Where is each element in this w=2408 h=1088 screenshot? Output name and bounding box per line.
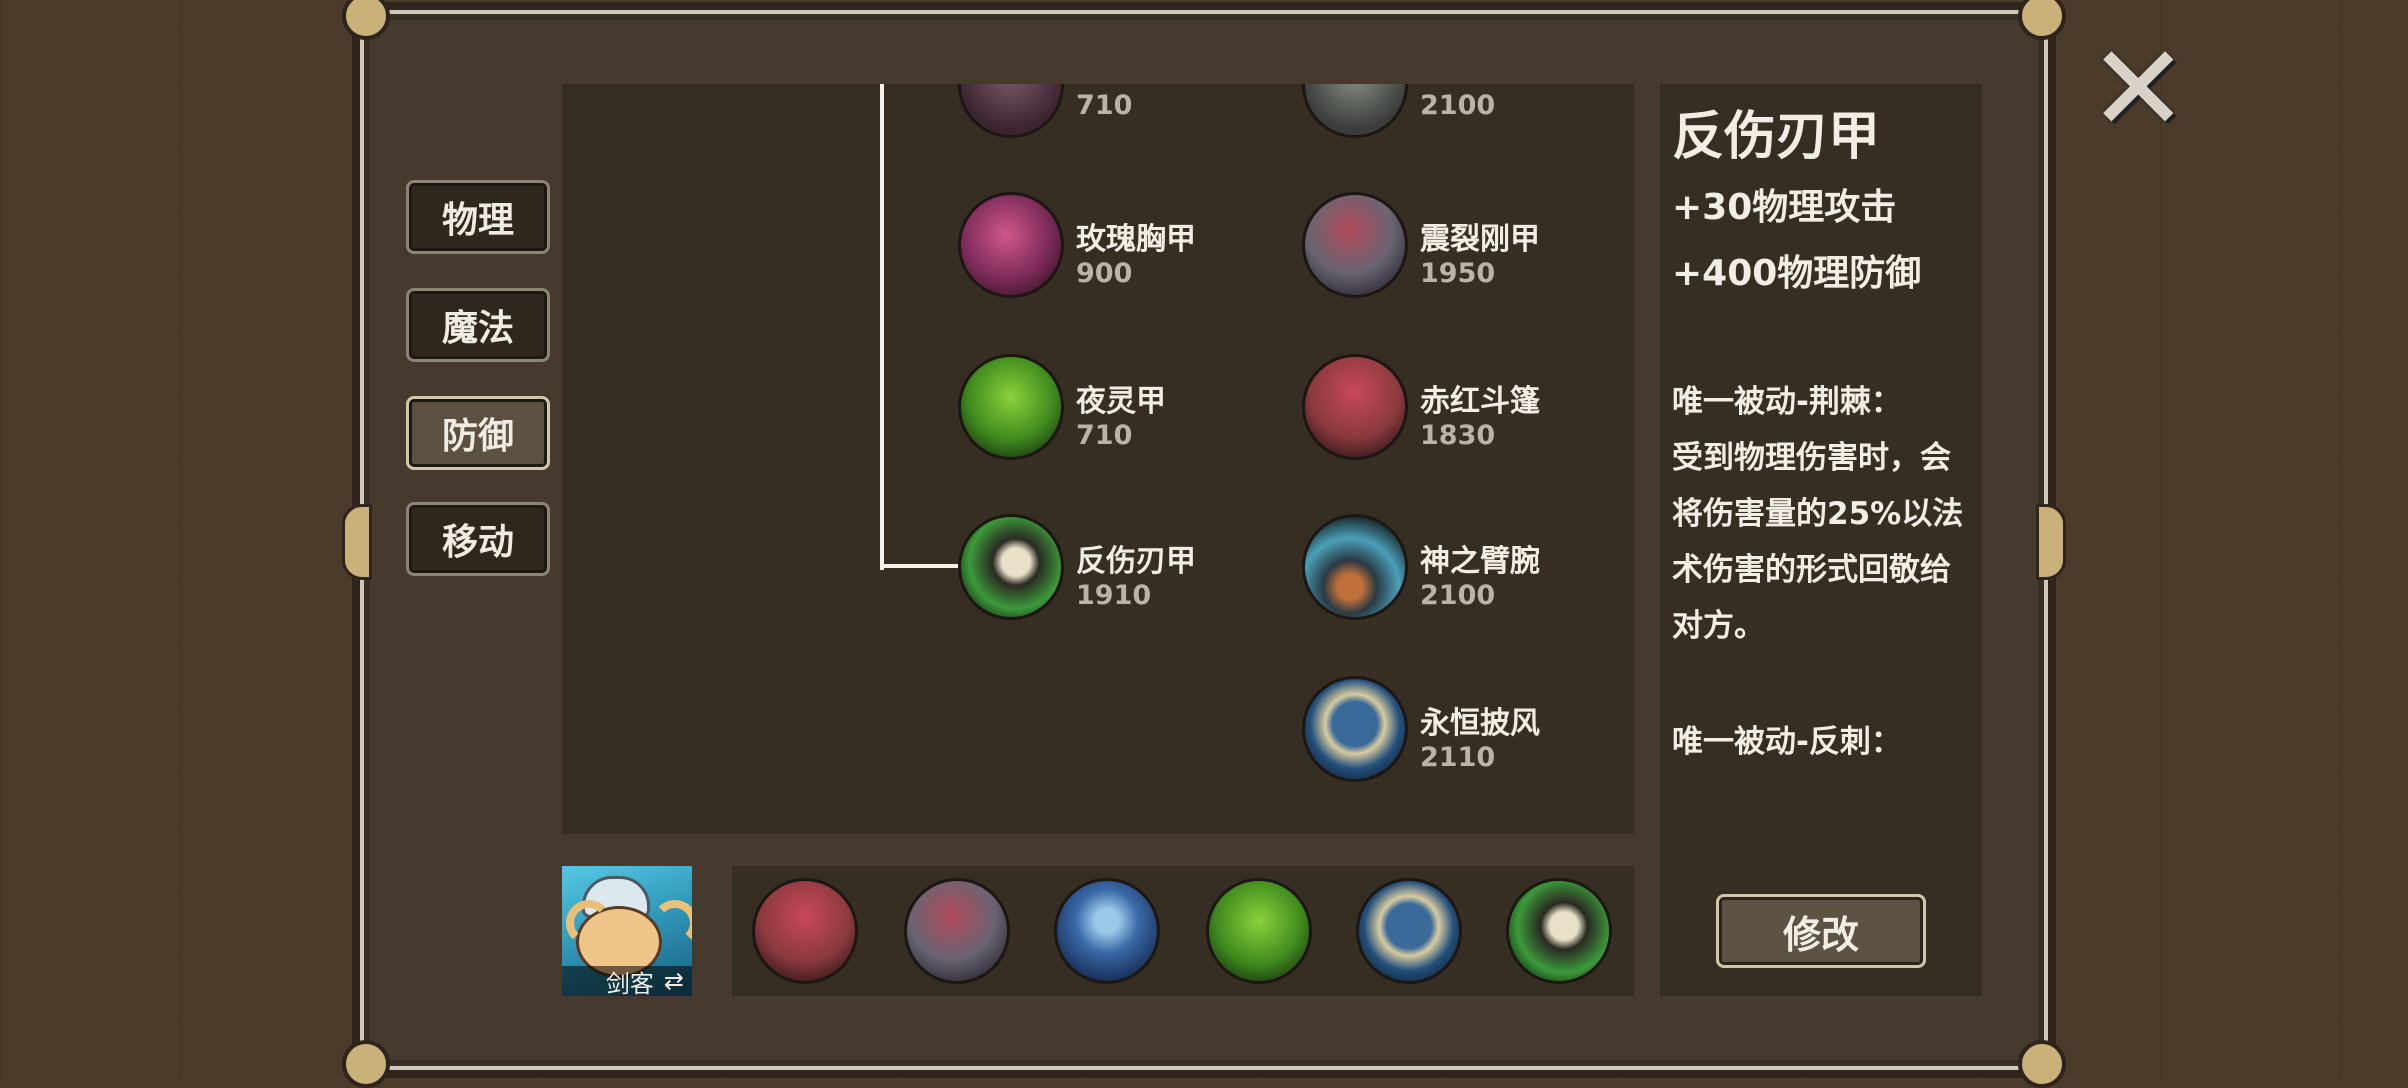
panel-side-ornament bbox=[2036, 504, 2066, 580]
panel-corner-ornament bbox=[342, 0, 390, 40]
blue-scepter-icon[interactable] bbox=[1054, 878, 1160, 984]
item-eternal-cape[interactable]: 永恒披风 2110 bbox=[1302, 676, 1602, 782]
category-movement-button[interactable]: 移动 bbox=[406, 502, 550, 576]
panel-corner-ornament bbox=[2018, 0, 2066, 40]
item-rose-breastplate[interactable]: 玫瑰胸甲 900 bbox=[958, 192, 1258, 298]
detail-stat: +30物理攻击 bbox=[1672, 187, 1897, 228]
eternal-cape-icon bbox=[1302, 676, 1408, 782]
item-price: 1910 bbox=[1076, 580, 1152, 611]
item-night-spirit-armor[interactable]: 夜灵甲 710 bbox=[958, 354, 1258, 460]
item-crimson-cloak[interactable]: 赤红斗篷 1830 bbox=[1302, 354, 1602, 460]
panel-corner-ornament bbox=[2018, 1040, 2066, 1088]
item-price: 2100 bbox=[1420, 580, 1496, 611]
hero-name: 剑客 bbox=[605, 969, 654, 997]
equipped-items-bar bbox=[732, 866, 1634, 996]
close-icon[interactable]: ✕ bbox=[2088, 20, 2189, 159]
item-price: 1830 bbox=[1420, 420, 1496, 451]
thorn-armor-icon[interactable] bbox=[1506, 878, 1612, 984]
item-steel-armor[interactable]: 2100 bbox=[1302, 84, 1582, 138]
item-name: 神之臂腕 bbox=[1420, 544, 1540, 579]
detail-stat: +400物理防御 bbox=[1672, 253, 1922, 294]
item-thorn-armor[interactable]: 反伤刃甲 1910 bbox=[958, 514, 1258, 620]
item-price: 710 bbox=[1076, 90, 1133, 121]
shatter-armor-icon[interactable] bbox=[904, 878, 1010, 984]
divine-bracer-icon bbox=[1302, 514, 1408, 620]
item-price: 2100 bbox=[1420, 90, 1496, 121]
category-defense-button[interactable]: 防御 bbox=[406, 396, 550, 470]
passive-title: 唯一被动-荆棘： bbox=[1672, 384, 1902, 420]
night-spirit-armor-icon bbox=[958, 354, 1064, 460]
item-spiked-armor[interactable]: 710 bbox=[958, 84, 1238, 138]
spiked-armor-icon bbox=[958, 84, 1064, 138]
panel-corner-ornament bbox=[342, 1040, 390, 1088]
item-price: 2110 bbox=[1420, 742, 1496, 773]
shatter-armor-icon bbox=[1302, 192, 1408, 298]
item-tree-area[interactable] bbox=[562, 84, 1634, 834]
item-price: 900 bbox=[1076, 258, 1133, 289]
modify-button[interactable]: 修改 bbox=[1716, 894, 1926, 968]
crimson-cloak-icon[interactable] bbox=[752, 878, 858, 984]
thorn-armor-icon bbox=[958, 514, 1064, 620]
hero-horn bbox=[652, 900, 692, 946]
item-name: 震裂刚甲 bbox=[1420, 222, 1540, 257]
item-name: 赤红斗篷 bbox=[1420, 384, 1540, 419]
item-shatter-armor[interactable]: 震裂刚甲 1950 bbox=[1302, 192, 1602, 298]
item-detail-panel: 反伤刃甲 +30物理攻击 +400物理防御 唯一被动-荆棘： 受到物理伤害时，会… bbox=[1660, 84, 1982, 996]
item-name: 玫瑰胸甲 bbox=[1076, 222, 1196, 257]
eternal-cape-icon[interactable] bbox=[1356, 878, 1462, 984]
tree-connector bbox=[880, 564, 960, 568]
category-magic-button[interactable]: 魔法 bbox=[406, 288, 550, 362]
night-spirit-armor-icon[interactable] bbox=[1206, 878, 1312, 984]
crimson-cloak-icon bbox=[1302, 354, 1408, 460]
tree-connector bbox=[880, 84, 884, 570]
swap-icon[interactable]: ⇄ bbox=[663, 967, 684, 995]
passive-title: 唯一被动-反刺： bbox=[1672, 724, 1902, 760]
hero-label: 剑客 ⇄ bbox=[562, 966, 692, 996]
category-physical-button[interactable]: 物理 bbox=[406, 180, 550, 254]
hero-horn bbox=[566, 900, 612, 946]
detail-title: 反伤刃甲 bbox=[1672, 107, 1881, 167]
hero-portrait[interactable]: 剑客 ⇄ bbox=[562, 866, 692, 996]
item-divine-bracer[interactable]: 神之臂腕 2100 bbox=[1302, 514, 1602, 620]
item-name: 夜灵甲 bbox=[1076, 384, 1166, 419]
passive-description: 受到物理伤害时，会将伤害量的25%以法术伤害的形式回敬给对方。 bbox=[1672, 440, 1964, 644]
item-price: 1950 bbox=[1420, 258, 1496, 289]
panel-side-ornament bbox=[342, 504, 372, 580]
steel-armor-icon bbox=[1302, 84, 1408, 138]
item-name: 反伤刃甲 bbox=[1076, 544, 1196, 579]
rose-breastplate-icon bbox=[958, 192, 1064, 298]
item-price: 710 bbox=[1076, 420, 1133, 451]
item-name: 永恒披风 bbox=[1420, 706, 1540, 741]
